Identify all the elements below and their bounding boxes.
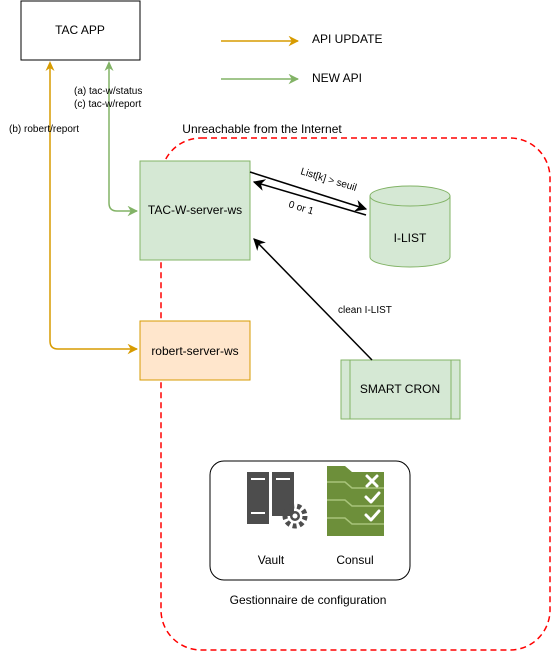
config-manager-group: Vault Consul (209, 460, 411, 581)
zero-or-one-label: 0 or 1 (287, 199, 315, 217)
smart-cron-label: SMART CRON (360, 382, 440, 396)
clean-ilist-label: clean I-LIST (338, 305, 392, 316)
tac-w-edge-head (104, 61, 114, 71)
tac-w-server-node[interactable]: TAC-W-server-ws (139, 160, 251, 261)
unreachable-region (160, 137, 551, 651)
legend: API UPDATE NEW API (221, 32, 382, 85)
legend-new-api-label: NEW API (312, 71, 362, 85)
robert-report-label: (b) robert/report (9, 124, 79, 135)
robert-server-label: robert-server-ws (151, 344, 238, 358)
tac-app-node[interactable]: TAC APP (20, 0, 141, 61)
consul-icon[interactable] (327, 466, 384, 536)
i-list-label: I-LIST (394, 231, 427, 245)
robert-server-node[interactable]: robert-server-ws (139, 320, 251, 381)
i-list-node[interactable]: I-LIST (369, 185, 451, 268)
vault-label: Vault (258, 553, 285, 567)
config-manager-label: Gestionnaire de configuration (230, 593, 387, 607)
tac-w-report-label: (c) tac-w/report (74, 99, 141, 110)
legend-api-update-label: API UPDATE (312, 32, 382, 46)
unreachable-region-label: Unreachable from the Internet (182, 122, 342, 136)
tac-w-server-label: TAC-W-server-ws (148, 203, 242, 217)
consul-label: Consul (336, 553, 373, 567)
clean-ilist-edge (253, 238, 373, 361)
list-seuil-edge (249, 171, 368, 212)
zero-or-one-edge (252, 179, 367, 216)
vault-icon[interactable] (247, 472, 308, 529)
smart-cron-node[interactable]: SMART CRON (340, 359, 461, 420)
tac-w-edge (108, 67, 139, 217)
tac-app-label: TAC APP (55, 23, 105, 37)
robert-report-edge-head (45, 61, 55, 71)
robert-report-edge (49, 67, 139, 355)
tac-w-status-label: (a) tac-w/status (74, 86, 142, 97)
